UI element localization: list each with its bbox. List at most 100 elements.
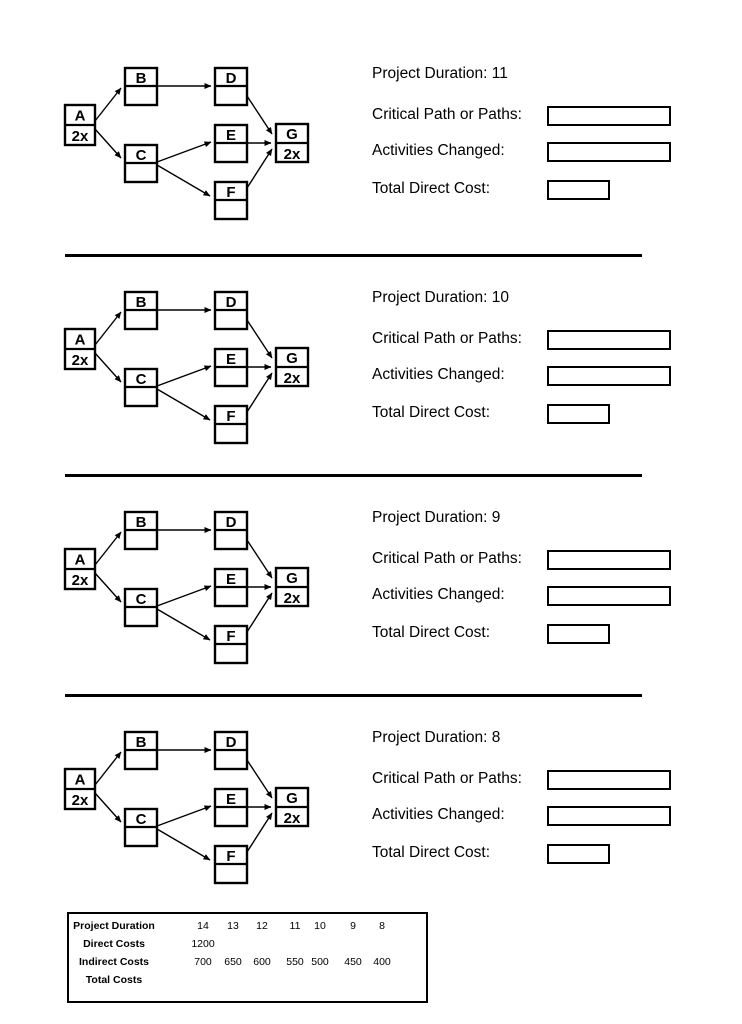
project-duration-label: Project Duration: xyxy=(372,65,488,82)
edge-A-C xyxy=(94,572,122,603)
edge-A-C xyxy=(94,128,122,159)
edge-C-E xyxy=(156,585,212,607)
project-duration-value: 10 xyxy=(491,289,510,306)
total-direct-cost-label: Total Direct Cost: xyxy=(372,404,491,421)
node-C-label: C xyxy=(136,811,147,828)
critical-path-label: Critical Path or Paths: xyxy=(372,550,522,567)
row-label: Project Duration xyxy=(73,920,155,932)
node-E-label: E xyxy=(226,351,236,368)
cost-table-row-project-duration: Project Duration 14 13 12 11 10 9 8 xyxy=(69,920,426,934)
node-B: B xyxy=(123,730,159,771)
node-A: A 2x xyxy=(63,327,97,371)
total-direct-cost-input[interactable] xyxy=(547,844,610,864)
crash-section-duration-10: A 2x B C D E xyxy=(0,272,742,484)
edge-A-B xyxy=(94,311,122,346)
node-G: G 2x xyxy=(274,566,310,608)
node-G-sublabel: 2x xyxy=(284,810,301,827)
total-direct-cost-label: Total Direct Cost: xyxy=(372,844,491,861)
node-G: G 2x xyxy=(274,786,310,828)
project-duration-text: Project Duration: 8 xyxy=(372,728,500,748)
critical-path-label: Critical Path or Paths: xyxy=(372,770,522,787)
edge-F-G xyxy=(246,148,273,189)
node-E: E xyxy=(213,347,249,388)
cost-cell: 700 xyxy=(194,956,212,968)
node-D: D xyxy=(213,510,249,551)
crash-section-duration-11: A 2x B C D E xyxy=(0,48,742,260)
cost-cell: 13 xyxy=(227,920,239,932)
project-duration-value: 8 xyxy=(491,729,501,746)
node-D: D xyxy=(213,290,249,331)
node-E: E xyxy=(213,787,249,828)
node-G-label: G xyxy=(286,350,298,367)
edge-C-F xyxy=(156,164,211,197)
node-F-label: F xyxy=(226,408,235,425)
critical-path-input[interactable] xyxy=(547,770,671,790)
edge-D-G xyxy=(246,319,273,359)
node-A-label: A xyxy=(75,552,86,569)
cost-table-row-indirect-costs: Indirect Costs 700 650 600 550 500 450 4… xyxy=(69,956,426,970)
activities-changed-input[interactable] xyxy=(547,366,671,386)
edge-C-F xyxy=(156,608,211,641)
node-B: B xyxy=(123,66,159,107)
project-duration-value: 9 xyxy=(491,509,501,526)
node-A-sublabel: 2x xyxy=(72,572,89,589)
edge-A-B xyxy=(94,531,122,566)
edge-F-G xyxy=(246,592,273,633)
node-A: A 2x xyxy=(63,547,97,591)
cost-cell: 1200 xyxy=(191,938,215,950)
node-B-label: B xyxy=(136,514,147,531)
edge-C-E xyxy=(156,141,212,163)
cost-cell: 400 xyxy=(373,956,391,968)
edge-D-G xyxy=(246,95,273,135)
node-D: D xyxy=(213,66,249,107)
edge-D-G xyxy=(246,759,273,799)
total-direct-cost-input[interactable] xyxy=(547,404,610,424)
node-A-sublabel: 2x xyxy=(72,792,89,809)
critical-path-input[interactable] xyxy=(547,550,671,570)
activity-network-diagram: A 2x B C D E xyxy=(63,510,310,665)
node-F: F xyxy=(213,844,249,885)
cost-cell: 500 xyxy=(311,956,329,968)
cost-cell: 9 xyxy=(350,920,356,932)
node-G-label: G xyxy=(286,126,298,143)
edge-C-F xyxy=(156,828,211,861)
project-duration-text: Project Duration: 11 xyxy=(372,64,508,84)
node-E-label: E xyxy=(226,571,236,588)
node-F-label: F xyxy=(226,184,235,201)
cost-cell: 11 xyxy=(289,920,301,932)
project-duration-text: Project Duration: 9 xyxy=(372,508,500,528)
project-duration-value: 11 xyxy=(491,65,508,82)
node-A-label: A xyxy=(75,332,86,349)
activities-changed-input[interactable] xyxy=(547,142,671,162)
activity-network-diagram: A 2x B C D E xyxy=(63,66,310,221)
node-F-label: F xyxy=(226,848,235,865)
edge-F-G xyxy=(246,372,273,413)
node-F-label: F xyxy=(226,628,235,645)
node-B: B xyxy=(123,510,159,551)
activities-changed-input[interactable] xyxy=(547,586,671,606)
total-direct-cost-input[interactable] xyxy=(547,624,610,644)
crash-section-duration-8: A 2x B C D E xyxy=(0,712,742,924)
cost-cell: 10 xyxy=(314,920,326,932)
critical-path-label: Critical Path or Paths: xyxy=(372,106,522,123)
section-divider xyxy=(65,474,642,477)
critical-path-label: Critical Path or Paths: xyxy=(372,330,522,347)
project-duration-text: Project Duration: 10 xyxy=(372,288,509,308)
critical-path-input[interactable] xyxy=(547,106,671,126)
node-C: C xyxy=(123,587,159,628)
node-A-label: A xyxy=(75,772,86,789)
node-C-label: C xyxy=(136,147,147,164)
activities-changed-input[interactable] xyxy=(547,806,671,826)
node-B-label: B xyxy=(136,734,147,751)
critical-path-input[interactable] xyxy=(547,330,671,350)
node-G: G 2x xyxy=(274,122,310,164)
node-A-sublabel: 2x xyxy=(72,128,89,145)
edge-A-B xyxy=(94,87,122,122)
row-label: Indirect Costs xyxy=(78,956,149,968)
node-G-label: G xyxy=(286,570,298,587)
cost-cell: 8 xyxy=(379,920,385,932)
total-direct-cost-input[interactable] xyxy=(547,180,610,200)
node-D-label: D xyxy=(226,70,237,87)
node-D-label: D xyxy=(226,734,237,751)
